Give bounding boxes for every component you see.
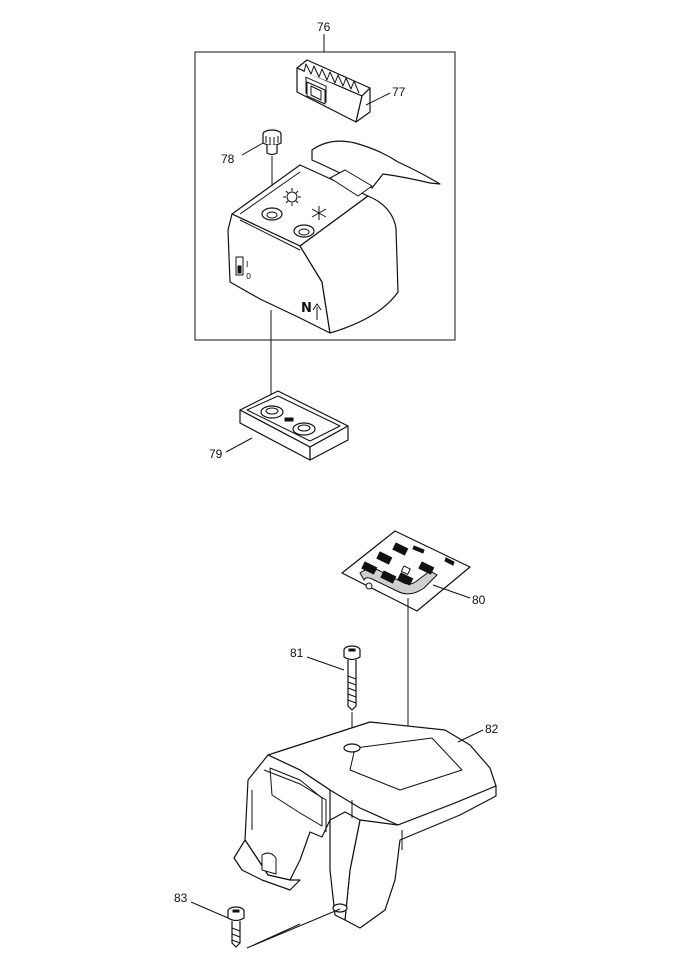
part-76-switch-housing: I 0 N <box>227 140 441 334</box>
part-81-screw <box>343 645 361 711</box>
leader-81 <box>306 656 345 671</box>
callout-78: 78 <box>221 152 235 166</box>
part-82-base <box>233 721 497 929</box>
callout-76: 76 <box>317 20 331 34</box>
assembly-frame-76 <box>194 51 456 341</box>
callout-77: 77 <box>392 85 406 99</box>
part-77-switch-slider <box>296 59 371 123</box>
part-83-screw <box>227 906 245 948</box>
leader-79 <box>225 437 253 453</box>
housing-mark-i: I <box>246 260 248 269</box>
part-79-seal-plate <box>239 390 349 461</box>
leader-80 <box>432 584 471 599</box>
callout-80: 80 <box>472 593 486 607</box>
leader-82 <box>457 729 484 743</box>
leader-78 <box>241 142 264 156</box>
housing-mark-0: 0 <box>246 272 251 281</box>
callout-81: 81 <box>290 646 304 660</box>
housing-letter-n: N <box>301 301 312 316</box>
part-80-label-plate <box>341 530 471 612</box>
axis-83-82 <box>246 908 341 949</box>
leader-83 <box>190 901 229 919</box>
callout-82: 82 <box>485 722 499 736</box>
callout-83: 83 <box>174 891 188 905</box>
callout-79: 79 <box>209 447 223 461</box>
leader-77 <box>365 92 391 106</box>
part-78-knob <box>262 129 282 156</box>
